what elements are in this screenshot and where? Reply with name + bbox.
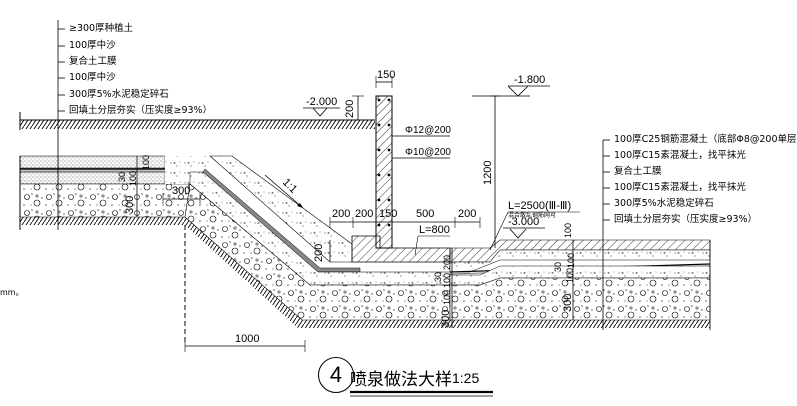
note-fragment: mm。 <box>0 288 24 297</box>
left-layer-label: 300厚5%水泥稳定碎石 <box>69 89 169 100</box>
rebar-vertical-label: Φ12@200 <box>405 125 451 136</box>
dim-wall-width: 150 <box>377 69 396 81</box>
drawing-title: 喷泉做法大样 <box>350 370 452 390</box>
dim-wall-top-offset: 200 <box>344 99 356 118</box>
left-layer-label: 复合土工膜 <box>69 56 117 67</box>
drawing-scale: 1:25 <box>452 370 480 386</box>
dim-base-500: 500 <box>416 208 435 220</box>
detail-number-circle: 4 <box>318 357 354 393</box>
dim-base-200c: 200 <box>458 208 477 220</box>
dim-right-300: 300 <box>562 293 574 312</box>
dim-mid-200: 200 <box>442 254 452 270</box>
right-layer-label: 复合土工膜 <box>614 166 662 177</box>
elevation-marker-water <box>490 85 550 97</box>
elevation-marker-bottom <box>503 227 545 239</box>
dim-left-100b: 100 <box>141 154 151 170</box>
pipe-note: 混合散乱钢筋网可 <box>508 212 557 219</box>
retaining-wall <box>375 95 393 249</box>
dim-mid-300: 300 <box>440 309 452 328</box>
left-layer-label: 回填土分层夯实（压实度≥93%） <box>69 105 213 116</box>
dim-base-200a: 200 <box>332 208 351 220</box>
dim-bottom-1000: 1000 <box>235 333 260 345</box>
left-layer-label: 100厚中沙 <box>69 72 116 83</box>
elevation-water-label: -1.800 <box>514 74 546 86</box>
elevation-marker-ground <box>303 107 340 117</box>
right-layer-label: 100厚C15素混凝土，找平抹光 <box>614 150 746 161</box>
dim-right-100c: 100 <box>565 267 575 283</box>
dim-left-300: 300 <box>172 185 191 197</box>
right-layer-label: 100厚C15素混凝土，找平抹光 <box>614 182 746 193</box>
dim-right-100: 100 <box>563 222 573 238</box>
dim-mid-30: 30 <box>433 271 443 282</box>
dim-right-100b: 100 <box>566 252 576 268</box>
pool-base-slab <box>351 235 451 263</box>
dim-left-300b: 300 <box>124 195 136 214</box>
dim-base-200b: 200 <box>355 208 374 220</box>
ground-earth-hatch <box>20 120 375 129</box>
dim-base-150: 150 <box>379 208 398 220</box>
left-layer-label: 100厚中沙 <box>69 40 116 51</box>
dim-L800: L=800 <box>419 224 450 236</box>
elevation-ground-label: -2.000 <box>306 96 338 108</box>
dim-mid-100b: 100 <box>442 289 452 305</box>
right-layer-label: 300厚5%水泥稳定碎石 <box>614 198 714 209</box>
right-layer-label: 回填土分层夯实（压实度≥93%） <box>614 214 758 225</box>
left-layer-label: ≥300厚种植土 <box>69 23 134 34</box>
dim-left-100a: 100 <box>128 170 138 186</box>
dim-right-30: 30 <box>553 261 563 272</box>
right-layer-label: 100厚C25钢筋混凝土（底部Φ8@200单层双向） <box>614 134 797 145</box>
dim-wall-height: 1200 <box>482 160 494 185</box>
dim-L2500: L=2500(Ⅲ-Ⅲ) <box>508 200 572 212</box>
rebar-horizontal-label: Φ10@200 <box>405 147 451 158</box>
dim-base-step-200: 200 <box>313 243 325 262</box>
elevation-bottom-label: -3.000 <box>508 216 540 228</box>
